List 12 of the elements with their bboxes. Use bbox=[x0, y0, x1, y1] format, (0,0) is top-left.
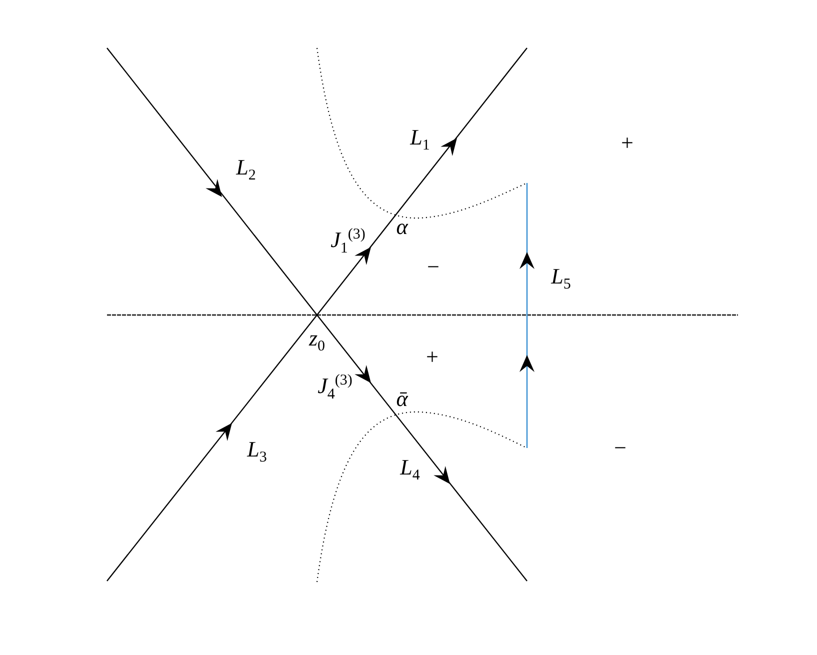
math-label: − bbox=[612, 437, 628, 459]
math-label: L$_{1}$ bbox=[410, 126, 430, 154]
math-label: − bbox=[426, 256, 440, 278]
math-label: α bbox=[396, 216, 408, 238]
math-label: L$_{3}$ bbox=[247, 438, 267, 466]
math-label: ᾱ bbox=[396, 388, 408, 410]
math-label: + bbox=[424, 346, 440, 368]
math-label: L$_{5}$ bbox=[551, 265, 571, 293]
math-label: L$_{2}$ bbox=[236, 156, 256, 184]
math-label: z$_{0}$ bbox=[308, 327, 326, 355]
math-label: L$_{4}$ bbox=[400, 456, 420, 484]
math-label: + bbox=[620, 132, 634, 154]
